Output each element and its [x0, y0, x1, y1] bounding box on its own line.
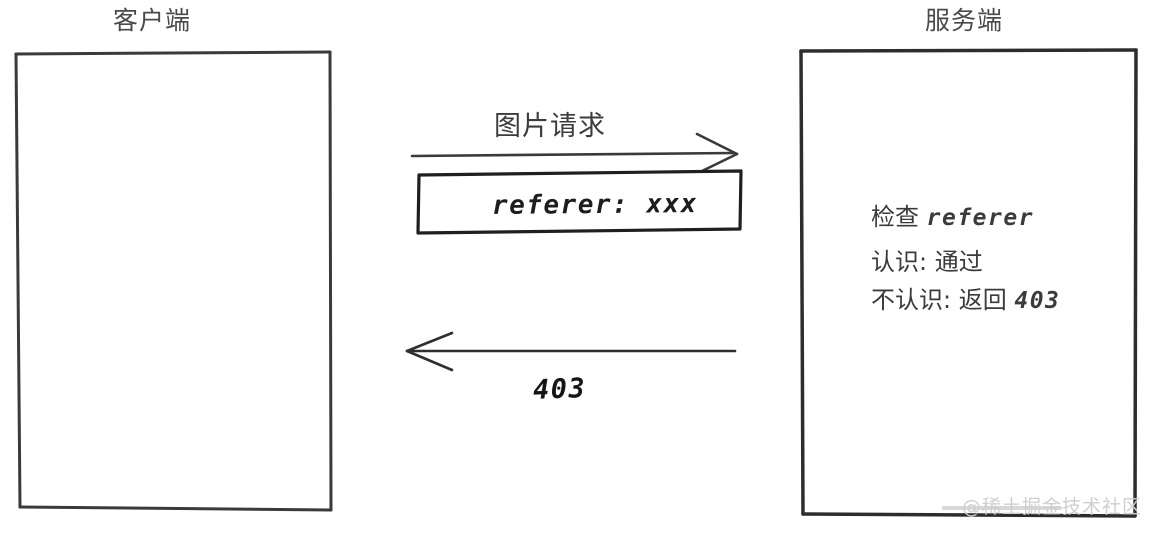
- referer-header-value: referer: xxx: [491, 189, 698, 221]
- response-status-label: 403: [532, 373, 587, 406]
- note-code-0: referer: [926, 205, 1035, 231]
- note-prefix-1: 认识: 通过: [871, 248, 983, 276]
- note-prefix-2: 不认识: 返回: [871, 286, 1015, 314]
- client-column-title: 客户端: [113, 6, 192, 35]
- note-code-2: 403: [1014, 288, 1061, 314]
- watermark-label: @稀土掘金技术社区: [962, 496, 1143, 518]
- server-note-line-check-referer: 检查 referer: [871, 205, 1034, 230]
- client-lifeline-box: [14, 50, 333, 512]
- request-arrow-label: 图片请求: [494, 111, 606, 142]
- server-column-title: 服务端: [925, 6, 1004, 35]
- server-lifeline-box: [799, 48, 1138, 518]
- response-arrow: [405, 331, 737, 372]
- note-prefix-0: 检查: [871, 203, 927, 231]
- server-note-line-unknown-403: 不认识: 返回 403: [871, 288, 1060, 313]
- server-note-line-known-pass: 认识: 通过: [871, 250, 983, 275]
